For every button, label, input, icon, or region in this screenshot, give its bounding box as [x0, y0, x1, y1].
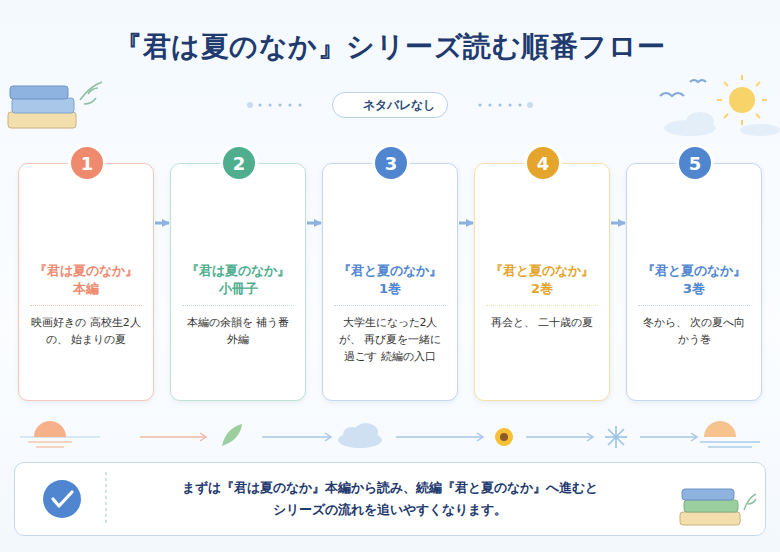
step-description: 冬から、 次の夏へ向かう巻	[638, 305, 750, 348]
summary-banner: まずは『君は夏のなか』本編から読み、続編『君と夏のなか』へ進むと シリーズの流れ…	[14, 462, 766, 536]
step-card: 『君と夏のなか』 1巻大学生になった2人が、 再び夏を一緒に過ごす 続編の入口3	[322, 163, 458, 401]
books-icon	[8, 82, 102, 128]
flow-arrow	[611, 222, 625, 225]
step-title: 『君は夏のなか』 本編	[30, 262, 142, 297]
step-card: 『君と夏のなか』 2巻再会と、 二十歳の夏4	[474, 163, 610, 401]
flow-arrow	[307, 222, 321, 225]
tag-pill: ネタバレなし	[332, 92, 448, 118]
step-number-circle: 4	[527, 147, 559, 179]
step-title: 『君と夏のなか』 1巻	[334, 262, 446, 297]
step-number: 5	[689, 153, 702, 174]
flow-arrow	[155, 222, 169, 225]
step-number: 1	[81, 153, 94, 174]
label-text: ネタバレなし	[363, 97, 435, 114]
step-number-circle: 3	[375, 147, 407, 179]
step-description: 大学生になった2人が、 再び夏を一緒に過ごす 続編の入口	[334, 305, 446, 365]
birds	[660, 80, 706, 96]
step-number-circle: 5	[679, 147, 711, 179]
label-text: まずは『君は夏のなか』本編から読み、続編『君と夏のなか』へ進むと シリーズの流れ…	[175, 477, 605, 521]
step-number: 4	[537, 153, 550, 174]
step-title: 『君と夏のなか』 2巻	[486, 262, 598, 297]
flow-arrow	[459, 222, 473, 225]
sun-icon	[717, 75, 767, 125]
step-number-circle: 2	[223, 147, 255, 179]
step-description: 本編の余韻を 補う番外編	[182, 305, 294, 348]
step-card: 『君は夏のなか』 本編映画好きの 高校生2人の、 始まりの夏1	[18, 163, 154, 401]
step-description: 再会と、 二十歳の夏	[486, 305, 598, 331]
diagram-title: 『君は夏のなか』シリーズ読む順番フロー	[0, 28, 780, 66]
step-number: 3	[385, 153, 398, 174]
cloud	[664, 112, 780, 136]
step-card: 『君と夏のなか』 3巻冬から、 次の夏へ向かう巻5	[626, 163, 762, 401]
step-card: 『君は夏のなか』 小冊子本編の余韻を 補う番外編2	[170, 163, 306, 401]
step-number: 2	[233, 153, 246, 174]
timeline-decoration	[20, 421, 760, 448]
step-number-circle: 1	[71, 147, 103, 179]
step-title: 『君は夏のなか』 小冊子	[182, 262, 294, 297]
step-description: 映画好きの 高校生2人の、 始まりの夏	[30, 305, 142, 348]
step-title: 『君と夏のなか』 3巻	[638, 262, 750, 297]
